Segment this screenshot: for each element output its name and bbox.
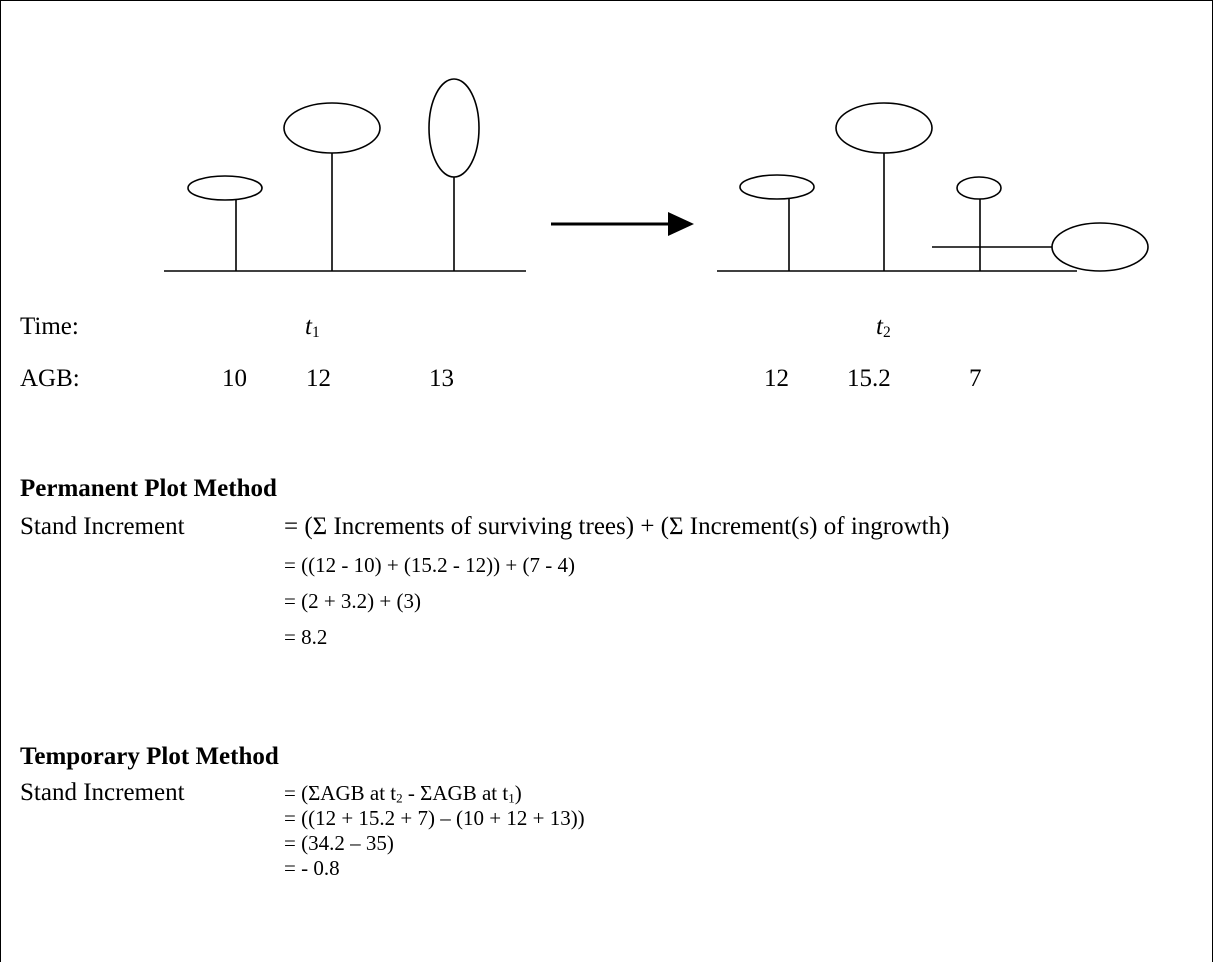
permanent-equation-line: = ((12 - 10) + (15.2 - 12)) + (7 - 4) (284, 553, 575, 577)
agb-label: AGB: (20, 365, 80, 392)
permanent-equation-line: = (Σ Increments of surviving trees) + (Σ… (284, 513, 950, 540)
agb-t1-value: 10 (222, 365, 247, 392)
tree-t1-1-crown (187, 175, 263, 201)
t2-label: t2 (876, 313, 891, 341)
permanent-equation-line: = (2 + 3.2) + (3) (284, 589, 422, 613)
fallen-tree-crown (1051, 222, 1149, 272)
tree-t2-3-crown (956, 176, 1002, 200)
tree-t1-2-crown (283, 102, 381, 154)
permanent-equation-line: = 8.2 (284, 625, 328, 649)
tree-t2-2-crown (835, 102, 933, 154)
agb-t2-value: 12 (764, 365, 789, 392)
temporary-equation-line: = ((12 + 15.2 + 7) – (10 + 12 + 13)) (284, 806, 585, 830)
temporary-equation-line: = (34.2 – 35) (284, 831, 394, 855)
agb-t2-value: 7 (969, 365, 982, 392)
permanent-stand-increment-label: Stand Increment (20, 513, 185, 540)
temporary-equation-line: = (ΣAGB at t2 - ΣAGB at t1) (284, 781, 522, 806)
tree-diagram (164, 78, 1149, 272)
t1-label: t1 (305, 313, 320, 341)
arrow-head (668, 212, 694, 236)
temporary-heading: Temporary Plot Method (20, 743, 279, 770)
agb-t2-value: 15.2 (847, 365, 891, 392)
agb-t1-value: 12 (306, 365, 331, 392)
tree-t1-3-crown (428, 78, 480, 178)
permanent-heading: Permanent Plot Method (20, 475, 277, 502)
temporary-stand-increment-label: Stand Increment (20, 779, 185, 806)
time-label: Time: (20, 313, 79, 340)
temporary-equation-line: = - 0.8 (284, 856, 340, 880)
agb-t1-value: 13 (429, 365, 454, 392)
tree-t2-1-crown (739, 174, 815, 200)
